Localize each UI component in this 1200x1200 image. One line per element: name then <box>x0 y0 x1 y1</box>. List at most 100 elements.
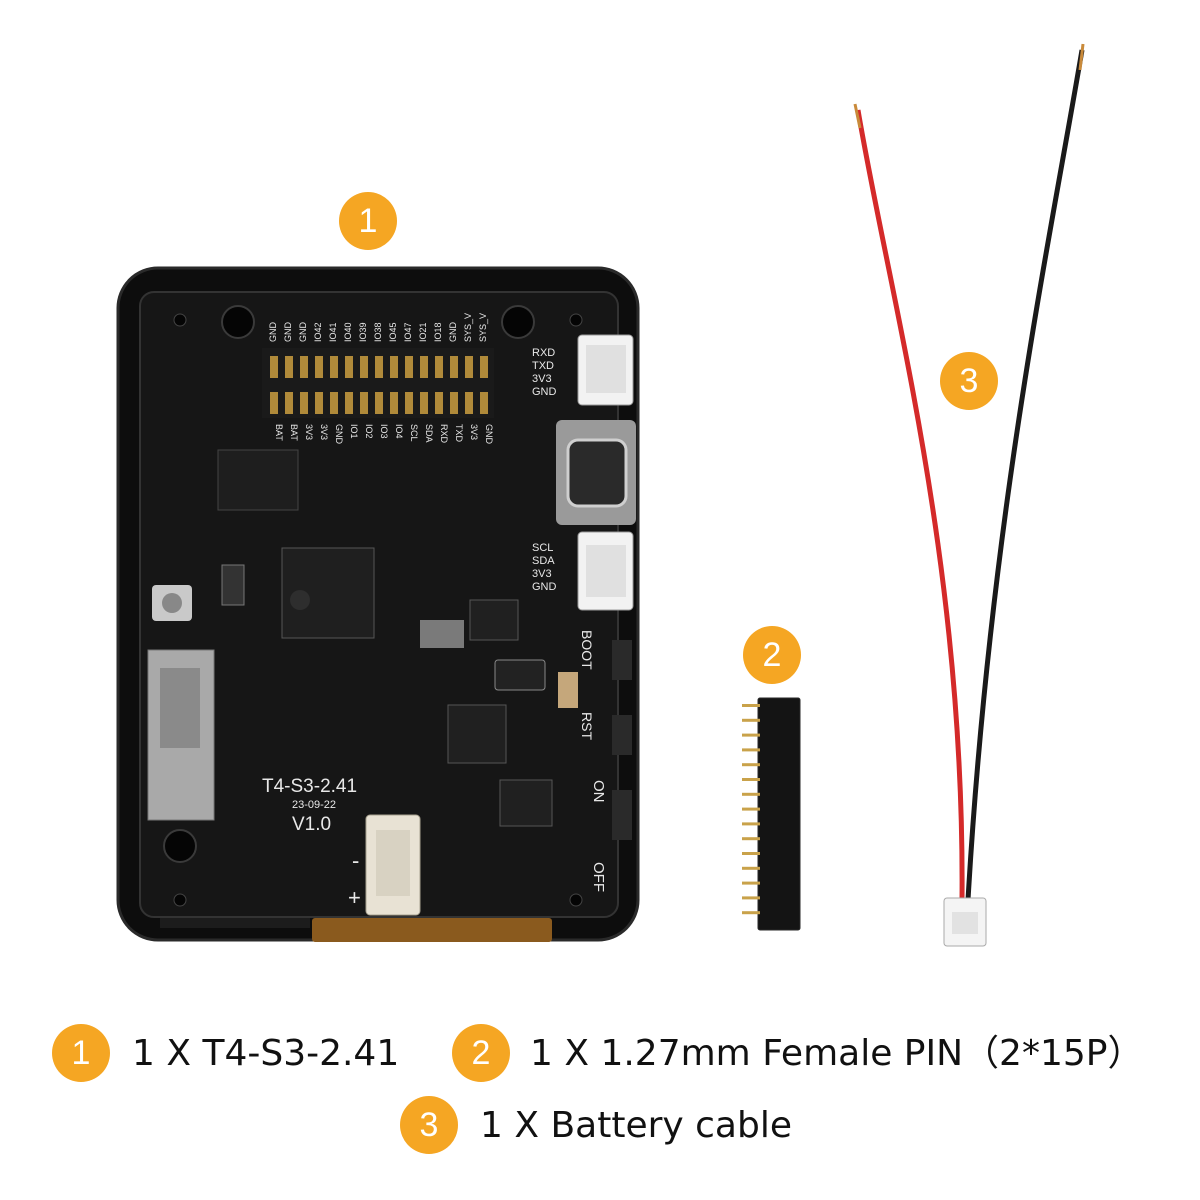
female-header-pin <box>742 837 760 841</box>
legend-badge-3: 3 <box>400 1096 458 1154</box>
pin-label: GND <box>334 424 344 445</box>
board-header-pin <box>480 356 488 378</box>
board-header-pin <box>300 392 308 414</box>
pin-label: IO1 <box>349 424 359 439</box>
pin-label: IO42 <box>313 322 323 342</box>
female-header-pin <box>742 881 760 885</box>
pin-label: GND <box>448 322 458 343</box>
board-header-pin <box>270 356 278 378</box>
pin-label: IO40 <box>343 322 353 342</box>
board-header-pin <box>345 356 353 378</box>
board-model-text: T4-S3-2.41 <box>262 776 357 797</box>
female-header-pin <box>742 733 760 737</box>
board-header-pin <box>375 392 383 414</box>
board-header-pin <box>270 392 278 414</box>
pin-label: GND <box>283 322 293 343</box>
pin-label: IO47 <box>403 322 413 342</box>
pin-label: 3V3 <box>469 424 479 440</box>
female-header-pin <box>742 718 760 722</box>
female-pin-header <box>742 697 801 931</box>
female-header-pin <box>742 748 760 752</box>
legend-text-1: 1 X T4-S3-2.41 <box>132 1033 400 1074</box>
board-header-pin <box>390 392 398 414</box>
connector-pin-label: RXD <box>532 347 555 359</box>
pin-label: SDA <box>424 424 434 443</box>
female-header-pin <box>742 911 760 915</box>
pin-label: SYS_V <box>478 313 488 342</box>
callout-badge-cable: 3 <box>940 352 998 410</box>
pin-label: SYS_V <box>463 313 473 342</box>
pin-label: BAT <box>289 424 299 441</box>
board-version-text: V1.0 <box>292 814 331 835</box>
boot-label: BOOT <box>579 630 595 670</box>
board-header-pin <box>390 356 398 378</box>
female-header-pin <box>742 763 760 767</box>
female-header-pin <box>742 704 760 707</box>
pin-label: RXD <box>439 424 449 444</box>
female-header-pin <box>742 852 760 855</box>
board-header-pin <box>360 356 368 378</box>
female-header-pin <box>742 896 760 900</box>
pin-label: IO3 <box>379 424 389 439</box>
connector-pin-label: SCL <box>532 542 553 554</box>
rst-label: RST <box>579 712 595 740</box>
pin-label: IO38 <box>373 322 383 342</box>
board-header-pin <box>405 392 413 414</box>
female-header-pin <box>742 807 760 811</box>
board-header-pin <box>420 356 428 378</box>
board-date-text: 23-09-22 <box>292 799 336 811</box>
callout-badge-header: 2 <box>743 626 801 684</box>
connector-pin-label: GND <box>532 581 557 593</box>
pin-label: 3V3 <box>304 424 314 440</box>
pin-label: IO21 <box>418 322 428 342</box>
board-header-pin <box>285 392 293 414</box>
switch-on-label: ON <box>590 780 607 803</box>
pin-label: BAT <box>274 424 284 441</box>
pin-label: IO39 <box>358 322 368 342</box>
battery-minus-label: - <box>352 848 359 873</box>
connector-pin-label: TXD <box>532 360 554 372</box>
board-header-pin <box>330 392 338 414</box>
connector-pin-label: 3V3 <box>532 373 552 385</box>
female-header-pin <box>742 778 760 781</box>
switch-off-label: OFF <box>590 862 607 892</box>
pin-label: TXD <box>454 424 464 443</box>
female-header-pin <box>742 792 760 796</box>
connector-pin-label: SDA <box>532 555 555 567</box>
board-header-pin <box>420 392 428 414</box>
pin-label: GND <box>298 322 308 343</box>
board-header-pin <box>285 356 293 378</box>
board-header-pin <box>435 356 443 378</box>
board-header-pin <box>330 356 338 378</box>
bottom-pin-labels: BAT BAT 3V3 3V3 GND IO1 IO2 IO3 IO4 SCL SDA RXD TXD 3… <box>274 424 494 445</box>
board-header-pin <box>465 356 473 378</box>
connector-pin-label: GND <box>532 386 557 398</box>
board-header-pin <box>300 356 308 378</box>
battery-cable <box>853 43 1085 947</box>
pin-label: IO2 <box>364 424 374 439</box>
board-header-pin <box>360 392 368 414</box>
pin-label: IO18 <box>433 322 443 342</box>
pin-label: IO41 <box>328 322 338 342</box>
female-header-pin <box>742 866 760 870</box>
board-header-pin <box>315 392 323 414</box>
legend-badge-2: 2 <box>452 1024 510 1082</box>
connector-pin-label: 3V3 <box>532 568 552 580</box>
board-header-pin <box>435 392 443 414</box>
pin-label: IO4 <box>394 424 404 439</box>
legend-text-3: 1 X Battery cable <box>480 1105 792 1146</box>
board-header-pin <box>315 356 323 378</box>
board-header-pin <box>375 356 383 378</box>
pin-label: SCL <box>409 424 419 442</box>
top-pin-labels: GND GND GND IO42 IO41 IO40 IO39 IO38 IO45 IO47 IO2… <box>268 313 488 342</box>
callout-badge-board: 1 <box>339 192 397 250</box>
pin-label: GND <box>484 424 494 445</box>
pin-label: IO45 <box>388 322 398 342</box>
female-header-pin <box>742 822 760 826</box>
pin-label: 3V3 <box>319 424 329 440</box>
board-header-pin <box>465 392 473 414</box>
